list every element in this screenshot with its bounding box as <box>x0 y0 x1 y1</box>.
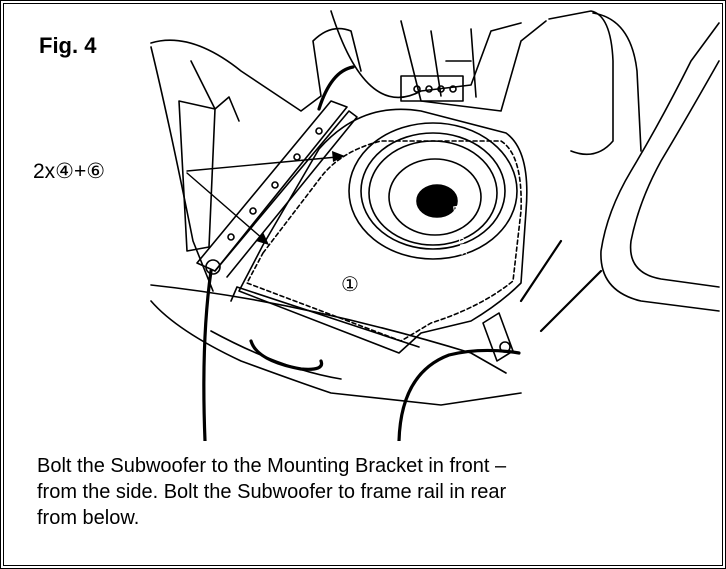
mounting-bracket-rail <box>196 100 348 272</box>
caption-line-1: Bolt the Subwoofer to the Mounting Brack… <box>37 455 507 477</box>
speaker-dustcap <box>416 184 458 218</box>
upper-frame-mid <box>330 10 522 99</box>
cable-upper <box>317 65 355 111</box>
speaker-brand-label: ELITE WORKS <box>451 205 470 262</box>
mounting-bracket-flange <box>214 110 358 278</box>
roll-bar-right-outer <box>592 12 642 152</box>
floor-edge <box>230 286 420 348</box>
cable-right <box>519 239 603 333</box>
control-box <box>400 75 464 102</box>
caption-line-2: from the side. Bolt the Subwoofer to fra… <box>37 481 507 503</box>
right-frame-tube-inner <box>629 60 720 288</box>
part-marker-subwoofer: ① <box>341 272 359 296</box>
cable-rear <box>397 348 521 441</box>
roll-bar-right <box>548 10 614 156</box>
left-panel-2 <box>190 60 240 122</box>
figure-frame <box>3 3 723 566</box>
figure-label: Fig. 4 <box>35 31 101 61</box>
upper-frame-left <box>150 27 362 112</box>
speaker-surround <box>348 122 518 260</box>
floor-panel <box>150 300 522 406</box>
rear-bolt-bracket <box>482 312 514 362</box>
left-bracket <box>178 100 216 252</box>
right-frame-tube-outer <box>600 22 720 312</box>
seat-base <box>400 20 547 112</box>
subwoofer-enclosure-seam <box>246 140 522 342</box>
cable-front <box>202 269 213 441</box>
floor-lower <box>210 330 342 380</box>
speaker-cone <box>388 158 482 236</box>
seat-rails <box>430 28 477 98</box>
left-panel <box>150 46 214 292</box>
installation-illustration: ELITE WORKS ① <box>150 10 720 441</box>
callout-arrows <box>186 156 338 240</box>
instruction-caption: Bolt the Subwoofer to the Mounting Brack… <box>37 453 677 531</box>
cable-loop <box>249 339 324 371</box>
caption-line-3: from below. <box>37 507 140 529</box>
subwoofer-enclosure <box>238 108 528 354</box>
hardware-callout: 2x④+⑥ <box>31 159 108 184</box>
